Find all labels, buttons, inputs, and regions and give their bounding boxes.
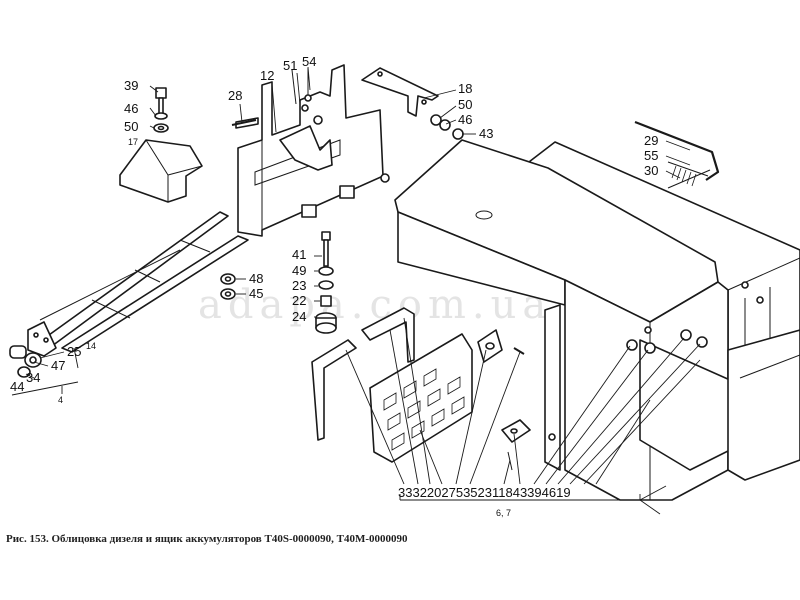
label-34: 34 bbox=[26, 370, 40, 385]
pin-part bbox=[231, 119, 257, 126]
bolt-part bbox=[153, 87, 169, 133]
spring-rod-part bbox=[634, 120, 720, 189]
bracket-part bbox=[361, 67, 464, 140]
label-45: 45 bbox=[249, 286, 263, 301]
label-bottom-row: 333220275352311843394619 bbox=[398, 485, 571, 500]
label-46-upper-right: 46 bbox=[458, 112, 472, 127]
washer-parts bbox=[220, 273, 236, 300]
label-29: 29 bbox=[644, 133, 658, 148]
label-48: 48 bbox=[249, 271, 263, 286]
label-51: 51 bbox=[283, 58, 297, 73]
label-23: 23 bbox=[292, 278, 306, 293]
watermark-text: adapa.com.ua bbox=[198, 282, 552, 328]
label-17: 17 bbox=[128, 137, 138, 147]
label-25: 25 bbox=[67, 344, 81, 359]
label-28: 28 bbox=[228, 88, 242, 103]
label-12: 12 bbox=[260, 68, 274, 83]
leader-lines bbox=[11, 66, 701, 515]
label-43: 43 bbox=[479, 126, 493, 141]
label-group-6-7: 6, 7 bbox=[496, 508, 511, 518]
label-44: 44 bbox=[10, 379, 24, 394]
label-50-upper-right: 50 bbox=[458, 97, 472, 112]
side-panel-parts bbox=[311, 307, 531, 471]
label-39: 39 bbox=[124, 78, 138, 93]
label-4: 4 bbox=[58, 395, 63, 405]
label-47: 47 bbox=[51, 358, 65, 373]
figure-caption: Рис. 153. Облицовка дизеля и ящик аккуму… bbox=[6, 533, 408, 545]
bushing-parts bbox=[9, 345, 42, 378]
rail-assembly bbox=[27, 211, 249, 357]
label-54: 54 bbox=[302, 54, 316, 69]
fastener-stack-part bbox=[315, 231, 337, 334]
label-41: 41 bbox=[292, 247, 306, 262]
label-14: 14 bbox=[86, 341, 96, 351]
cover-plate-part bbox=[119, 139, 203, 203]
label-55: 55 bbox=[644, 148, 658, 163]
label-30: 30 bbox=[644, 163, 658, 178]
part-number-labels: 39 46 50 17 28 12 51 54 18 50 46 43 29 5… bbox=[10, 54, 658, 518]
label-50-upper-left: 50 bbox=[124, 119, 138, 134]
label-46-upper-left: 46 bbox=[124, 101, 138, 116]
support-frame-part bbox=[235, 64, 390, 237]
label-18: 18 bbox=[458, 81, 472, 96]
label-22: 22 bbox=[292, 293, 306, 308]
label-24: 24 bbox=[292, 309, 306, 324]
label-49: 49 bbox=[292, 263, 306, 278]
